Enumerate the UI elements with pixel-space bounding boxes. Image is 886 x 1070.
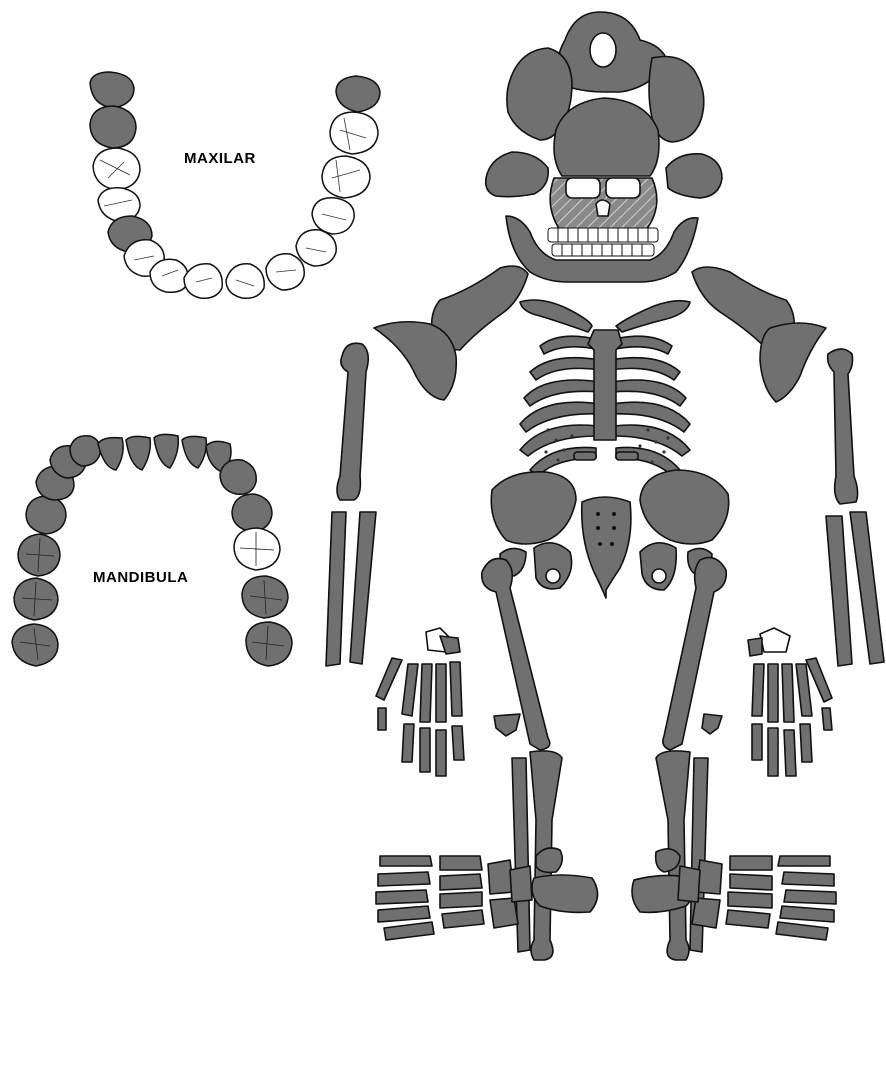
- mandibular-tooth: [154, 434, 178, 468]
- mandibular-arch: [12, 434, 292, 666]
- mandibular-tooth: [98, 438, 123, 470]
- maxillary-tooth: [90, 106, 136, 148]
- acromion-left: [374, 322, 456, 400]
- talus-left: [536, 848, 562, 872]
- maxillary-tooth: [226, 264, 264, 298]
- patella-right: [702, 714, 722, 734]
- mandibular-tooth: [70, 436, 100, 466]
- foramen-magnum: [590, 33, 616, 67]
- calcaneus-left: [532, 875, 598, 912]
- dentition-lower: [552, 244, 654, 256]
- radius-left: [326, 512, 346, 666]
- orbit-left: [566, 178, 600, 198]
- mandibular-tooth: [12, 624, 58, 666]
- vertebra-fragment: [616, 452, 638, 460]
- humerus-right: [828, 349, 858, 504]
- nasal-aperture: [596, 200, 610, 216]
- foot-left: [376, 856, 532, 940]
- mandibular-tooth: [220, 460, 256, 494]
- ulna-left: [350, 512, 376, 664]
- ilium-right: [640, 470, 729, 544]
- frontal-bone: [554, 98, 659, 176]
- orbit-right: [606, 178, 640, 198]
- vertebra-fragment: [574, 452, 596, 460]
- temporal-left: [486, 152, 549, 197]
- temporal-right: [666, 154, 722, 198]
- hand-left: [376, 628, 464, 776]
- maxillary-tooth: [296, 230, 336, 266]
- mandibular-tooth: [182, 436, 206, 468]
- obturator-left: [546, 569, 560, 583]
- ulna-right: [850, 512, 884, 664]
- maxillary-tooth: [90, 72, 134, 108]
- mandibular-tooth: [126, 436, 150, 470]
- humerus-left: [337, 343, 368, 500]
- maxillary-tooth: [266, 254, 304, 290]
- patella-left: [494, 714, 520, 736]
- radius-right: [826, 516, 852, 666]
- ilium-left: [491, 472, 576, 544]
- maxillary-tooth: [184, 264, 222, 299]
- maxillary-tooth: [312, 198, 354, 234]
- maxillary-tooth: [336, 76, 380, 112]
- maxillary-arch: [90, 72, 380, 298]
- maxillary-tooth: [330, 112, 378, 154]
- sacrum: [582, 497, 631, 598]
- mandibular-tooth: [232, 494, 272, 532]
- maxillary-tooth: [322, 156, 370, 198]
- clavicle-right: [616, 301, 690, 332]
- clavicle-left: [520, 300, 592, 332]
- dentition-upper: [548, 228, 658, 242]
- obturator-right: [652, 569, 666, 583]
- maxillary-tooth: [150, 259, 188, 292]
- mandibular-tooth: [26, 496, 66, 534]
- skeleton: [326, 12, 884, 960]
- acromion-right: [760, 323, 826, 402]
- hand-right: [748, 628, 832, 776]
